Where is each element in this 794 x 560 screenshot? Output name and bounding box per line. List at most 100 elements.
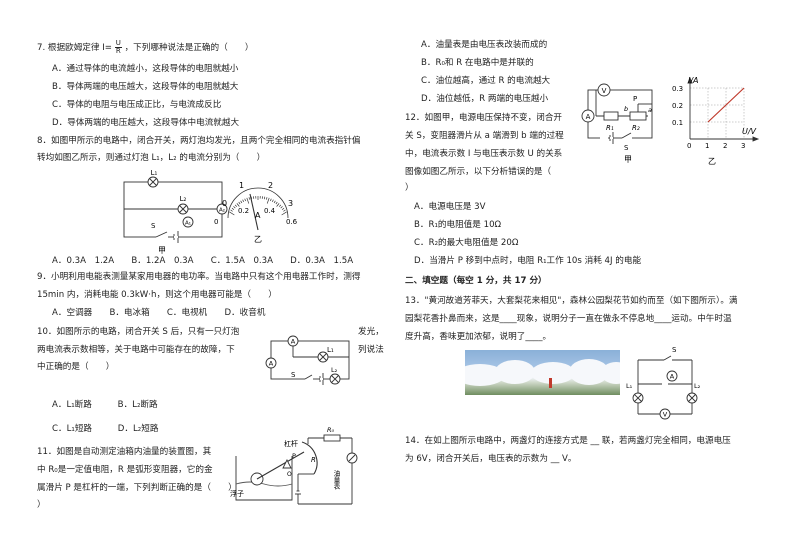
q12-line-2: 关 S，变阻器滑片从 a 端滑到 b 端的过程 (405, 131, 564, 141)
q12-option-c: C．R₂的最大电阻值是 20Ω (414, 238, 519, 248)
q12-graph-xtick-2: 2 (723, 142, 727, 150)
q9-line-1: 9．小明利用电能表测量某家用电器的电功率。当电路中只有这个用电器工作时，测得 (37, 272, 361, 282)
q11-line-2: 中 R₀是一定值电阻，R 是弧形变阻器，它的金 (37, 465, 213, 475)
dial-tick-mark (266, 197, 270, 204)
q12-graph-ytick-0-3: 0.3 (672, 85, 683, 93)
dial-tick-mark (242, 199, 245, 203)
q7-stem: 7. 根据欧姆定律 I= (37, 43, 115, 53)
q12-graph-ylabel: I/A (688, 76, 699, 85)
dial-tick-mark (246, 197, 250, 204)
q11-option-d: D．油位越低，R 两端的电压越小 (421, 94, 549, 104)
q12-label-a: A (586, 113, 591, 121)
q10-ammeter-top (287, 335, 299, 347)
q10-label-l2: L₂ (331, 366, 338, 374)
q14-ammeter (666, 370, 678, 382)
dial-tick-mark (248, 197, 250, 200)
q10-label-s: S (291, 371, 296, 379)
q12-label-a-end: a (648, 106, 652, 114)
q7-formula-numerator: U (114, 39, 122, 48)
q10-lamp-l1 (317, 351, 329, 363)
q7-option-d: D．导体两端的电压越大，这段导体中电流就越大 (52, 118, 240, 128)
q8-ammeter-dial: 0 1 2 3 0.2 0.4 0 0.6 A 乙 (214, 181, 298, 244)
q12-fig-yi: 乙 (708, 157, 716, 166)
q10-line-1: 10．如图所示的电路，闭合开关 S 后，只有一只灯泡 (37, 327, 240, 337)
q14-label-l1: L₁ (626, 382, 633, 390)
q11-lever (256, 451, 305, 480)
q12-line-3: 中，电流表示数 I 与电压表示数 U 的关系 (405, 149, 563, 159)
q12-graph-xtick-1: 1 (705, 142, 709, 150)
q12-option-b: B．R₁的电阻值是 10Ω (414, 220, 502, 230)
q11-label-float: 浮子 (230, 489, 244, 498)
q12-line-4: 图像如图乙所示，以下分析错误的是（ (405, 167, 552, 177)
q8-label-a2: A₂ (219, 208, 225, 214)
q8-ammeter-a2 (216, 203, 228, 215)
q10-line-2-tail: 列说法 (358, 345, 384, 355)
q12-voltmeter (597, 83, 611, 97)
q11-label-r: R (311, 456, 316, 464)
q13-line-2: 园梨花香扑鼻而来，这是____现象，说明分子一直在做永不停息地____运动。中午… (405, 314, 732, 324)
q8-line-2: 转均如图乙所示，则通过灯泡 L₁，L₂ 的电流分别为（ ） (37, 153, 266, 163)
q8-dial-tick-0-4: 0.4 (264, 207, 276, 215)
q7-formula: U R (114, 39, 122, 55)
q10-line-3: 中正确的是（ ） (37, 362, 115, 372)
q12-label-r2: R₂ (632, 124, 640, 132)
q14-label-l2: L₂ (694, 382, 701, 390)
q11-resistor-r0 (323, 434, 341, 442)
q8-dial-tick-0: 0 (222, 199, 227, 208)
q12-label-b-end: b (624, 105, 628, 113)
q8-options: A．0.3A 1.2A B．1.2A 0.3A C．1.5A 0.3A D．0.… (52, 256, 354, 266)
dial-tick-mark (273, 200, 276, 204)
q12-graph-grid (690, 87, 745, 139)
q7-formula-denominator: R (115, 47, 121, 55)
dial-tick-mark (281, 207, 285, 210)
q14-label-s: S (672, 346, 677, 354)
q10-circuit-diagram: A A L₁ L₂ S (265, 335, 350, 385)
q12-graph-ytick-0-1: 0.1 (672, 119, 683, 127)
dial-tick-mark (280, 206, 283, 209)
q8-label-a1: A₁ (185, 221, 191, 227)
dial-tick-mark (234, 204, 238, 207)
q9-options: A．空调器 B．电冰箱 C．电视机 D．收音机 (52, 308, 266, 318)
q11-label-gauge: 油量表 (332, 469, 340, 491)
q10-ammeter-left (265, 357, 277, 369)
dial-tick-mark (271, 199, 274, 203)
q7-option-c: C．导体的电阻与电压成正比，与电流成反比 (52, 100, 222, 110)
q12-resistor-r1 (603, 111, 619, 121)
dial-tick-mark (270, 198, 272, 202)
dial-tick-mark (240, 200, 243, 204)
q12-iu-graph: I/A U/V 0.3 0.2 0.1 0 1 2 3 乙 (672, 76, 760, 166)
q10-options-cd: C．L₁短路 D．L₂短路 (52, 424, 159, 434)
q8-dial-tick-1: 1 (239, 181, 244, 190)
q11-oil-tank-diagram: 杠杆 浮子 P R R₀ O 油量表 (230, 426, 358, 505)
q12-label-v: V (602, 87, 607, 95)
dial-tick-mark (230, 209, 233, 212)
q10-line-1-tail: 发光， (358, 327, 384, 337)
q8-dial-tick-0-6: 0.6 (286, 218, 298, 226)
q12-option-a: A．电源电压是 3V (414, 202, 486, 212)
q8-circuit-diagram: L₁ L₂ A₁ A₂ S 甲 (123, 169, 228, 255)
q8-fig-yi: 乙 (254, 235, 262, 244)
q12-graph-xtick-0: 0 (687, 142, 691, 150)
q11-option-a: A．油量表是由电压表改装而成的 (421, 40, 548, 50)
q8-label-l2: L₂ (180, 195, 187, 203)
q13-line-1: 13．"黄河故道芳菲天，大套梨花来相见"，森林公园梨花节如约而至（如下图所示）。… (405, 296, 738, 306)
dial-tick-mark (231, 207, 235, 210)
q10-label-a-top: A (291, 338, 296, 346)
q10-label-l1: L₁ (327, 346, 334, 354)
q14-label-v: V (663, 411, 668, 419)
q8-fig-jia: 甲 (158, 246, 166, 255)
q7-option-a: A．通过导体的电流越小，这段导体的电阻就越小 (52, 64, 239, 74)
q8-ammeter-a1 (182, 216, 194, 228)
q10-label-a-left: A (269, 360, 274, 368)
dial-tick-mark (229, 211, 235, 216)
q10-line-2: 两电流表示数相等，关于电路中可能存在的故障，下 (37, 345, 235, 355)
q8-dial-tick-0-small: 0 (214, 218, 218, 226)
q8-dial-unit: A (255, 211, 261, 220)
q11-label-lever: 杠杆 (284, 439, 298, 448)
q7-option-b: B．导体两端的电压越大，这段导体的电阻就越大 (52, 82, 239, 92)
q12-ammeter (581, 109, 595, 123)
section-2-title: 二、填空题（每空 1 分，共 17 分） (405, 276, 547, 286)
q14-circuit-diagram: S A V L₁ L₂ (626, 346, 701, 420)
q8-lamp-l2 (177, 203, 189, 215)
q11-label-r0: R₀ (327, 426, 335, 434)
